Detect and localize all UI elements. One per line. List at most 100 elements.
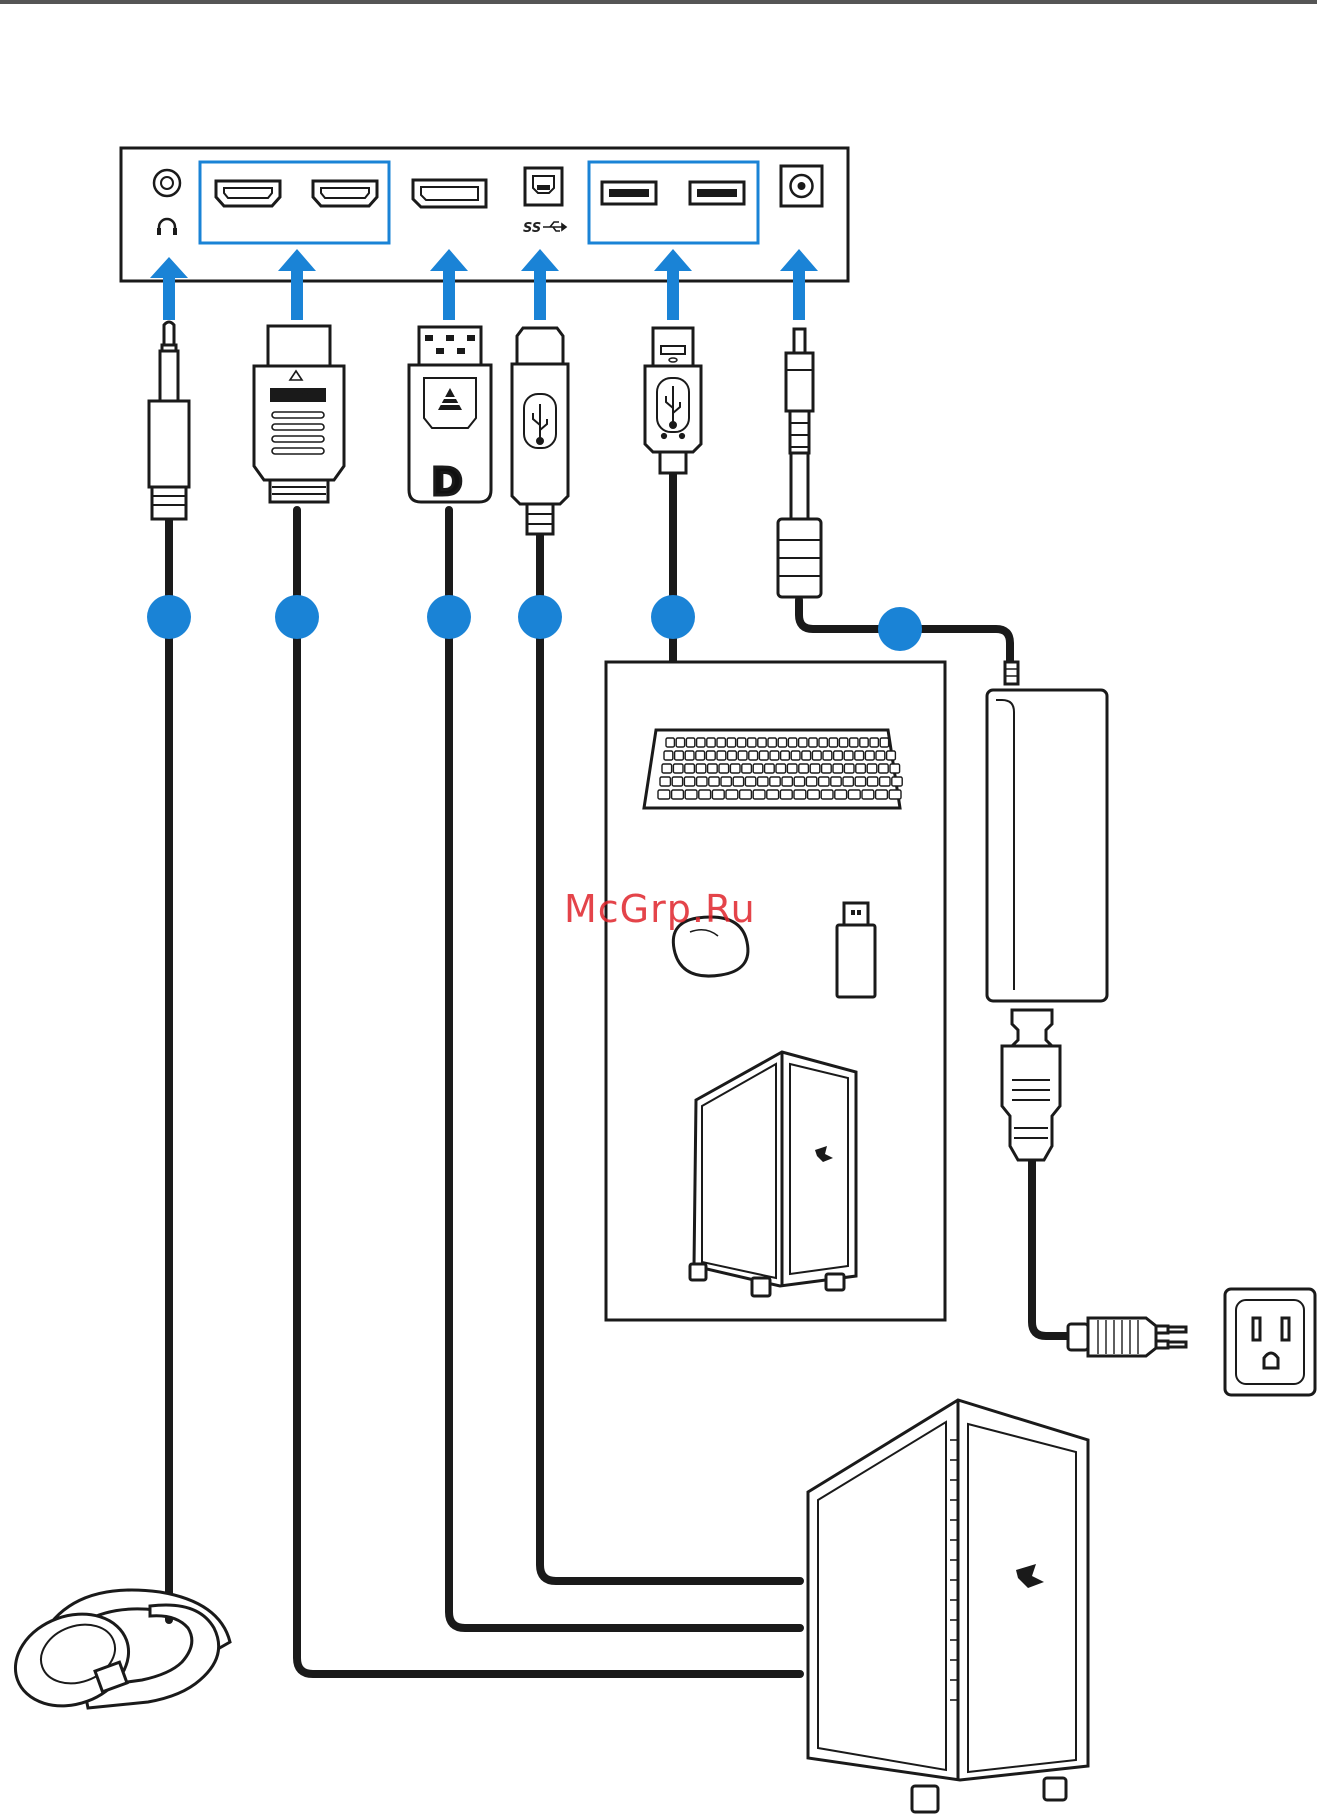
keyboard-key: [834, 751, 843, 760]
keyboard-key: [856, 764, 866, 773]
keyboard-key: [780, 790, 792, 799]
usb-devices-panel: [606, 662, 945, 1320]
keyboard-key: [810, 764, 820, 773]
keyboard-key: [768, 738, 776, 747]
keyboard-key: [822, 764, 832, 773]
pc-tower-icon: [808, 1400, 1088, 1812]
keyboard-key: [879, 764, 889, 773]
keyboard-key: [823, 751, 832, 760]
keyboard-key: [887, 751, 896, 760]
keyboard-key: [709, 777, 719, 786]
hdmi-port-icon: [313, 181, 377, 206]
keyboard-key: [860, 738, 868, 747]
power-cable-ac: [1032, 1160, 1085, 1336]
dp-logo-text: D: [431, 460, 463, 504]
keyboard-key: [855, 777, 865, 786]
dc-power-port-icon: [781, 166, 822, 206]
keyboard-key: [685, 764, 695, 773]
wall-outlet-icon: [1225, 1289, 1315, 1395]
keyboard-key: [685, 790, 697, 799]
keyboard-key: [721, 777, 731, 786]
hdmi-plug: HDMI: [254, 326, 344, 502]
keyboard-key: [759, 751, 768, 760]
keyboard-key: [812, 751, 821, 760]
keyboard-key: [726, 790, 738, 799]
keyboard-key: [728, 751, 737, 760]
keyboard-key: [890, 764, 900, 773]
keyboard-key: [727, 738, 735, 747]
keyboard-key: [749, 751, 758, 760]
power-adapter-icon: [987, 662, 1107, 1001]
keyboard-key: [660, 777, 670, 786]
keyboard-key: [740, 790, 752, 799]
keyboard-key: [697, 777, 707, 786]
keyboard-key: [844, 751, 853, 760]
keyboard-key: [748, 738, 756, 747]
keyboard-key: [706, 751, 715, 760]
keyboard-key: [758, 738, 766, 747]
marker-dot: [878, 607, 922, 651]
keyboard-key: [794, 777, 804, 786]
keyboard-key: [831, 777, 841, 786]
keyboard-key: [686, 738, 694, 747]
keyboard-key: [765, 764, 775, 773]
keyboard-key: [850, 738, 858, 747]
dc-barrel-plug: [778, 329, 821, 597]
keyboard-key: [791, 751, 800, 760]
marker-dot: [427, 595, 471, 639]
keyboard-key: [848, 790, 860, 799]
keyboard-key: [799, 738, 807, 747]
keyboard-key: [696, 751, 705, 760]
keyboard-key: [867, 764, 877, 773]
marker-dot: [518, 595, 562, 639]
keyboard-key: [676, 738, 684, 747]
keyboard-key: [697, 738, 705, 747]
pc-tower-icon: [690, 1052, 856, 1296]
keyboard-key: [867, 777, 877, 786]
keyboard-key: [717, 751, 726, 760]
keyboard-key: [889, 790, 901, 799]
watermark-text: McGrp.Ru: [564, 887, 756, 931]
ac-cord-connector: [1002, 1010, 1060, 1160]
monitor-io-panel: SS: [121, 148, 848, 281]
displayport-port-icon: [413, 180, 486, 207]
headphones-icon: [2, 1590, 230, 1721]
keyboard-key: [844, 764, 854, 773]
keyboard-key: [672, 777, 682, 786]
audio-jack-plug: [149, 322, 189, 519]
keyboard-key: [742, 764, 752, 773]
keyboard-key: [767, 790, 779, 799]
keyboard-key: [819, 738, 827, 747]
keyboard-key: [707, 738, 715, 747]
displayport-plug: D: [409, 327, 491, 504]
keyboard-key: [770, 777, 780, 786]
keyboard-key: [788, 738, 796, 747]
keyboard-key: [799, 764, 809, 773]
keyboard-key: [819, 777, 829, 786]
keyboard-key: [870, 738, 878, 747]
keyboard-key: [880, 777, 890, 786]
keyboard-key: [696, 764, 706, 773]
top-rule: [0, 0, 1317, 4]
keyboard-key: [829, 738, 837, 747]
keyboard-key: [717, 738, 725, 747]
keyboard-key: [753, 764, 763, 773]
keyboard-key: [770, 751, 779, 760]
usb-b-port-icon: [525, 168, 562, 205]
keyboard-key: [781, 751, 790, 760]
usb-b-plug: [512, 328, 568, 534]
keyboard-key: [675, 751, 684, 760]
hdmi-port-icon: [216, 181, 280, 206]
keyboard-key: [719, 764, 729, 773]
keyboard-key: [712, 790, 724, 799]
keyboard-key: [673, 764, 683, 773]
marker-dot: [147, 595, 191, 639]
keyboard-key: [806, 777, 816, 786]
keyboard-key: [658, 790, 670, 799]
keyboard-key: [685, 751, 694, 760]
keyboard-key: [782, 777, 792, 786]
keyboard-key: [876, 790, 888, 799]
keyboard-key: [802, 751, 811, 760]
keyboard-key: [835, 790, 847, 799]
